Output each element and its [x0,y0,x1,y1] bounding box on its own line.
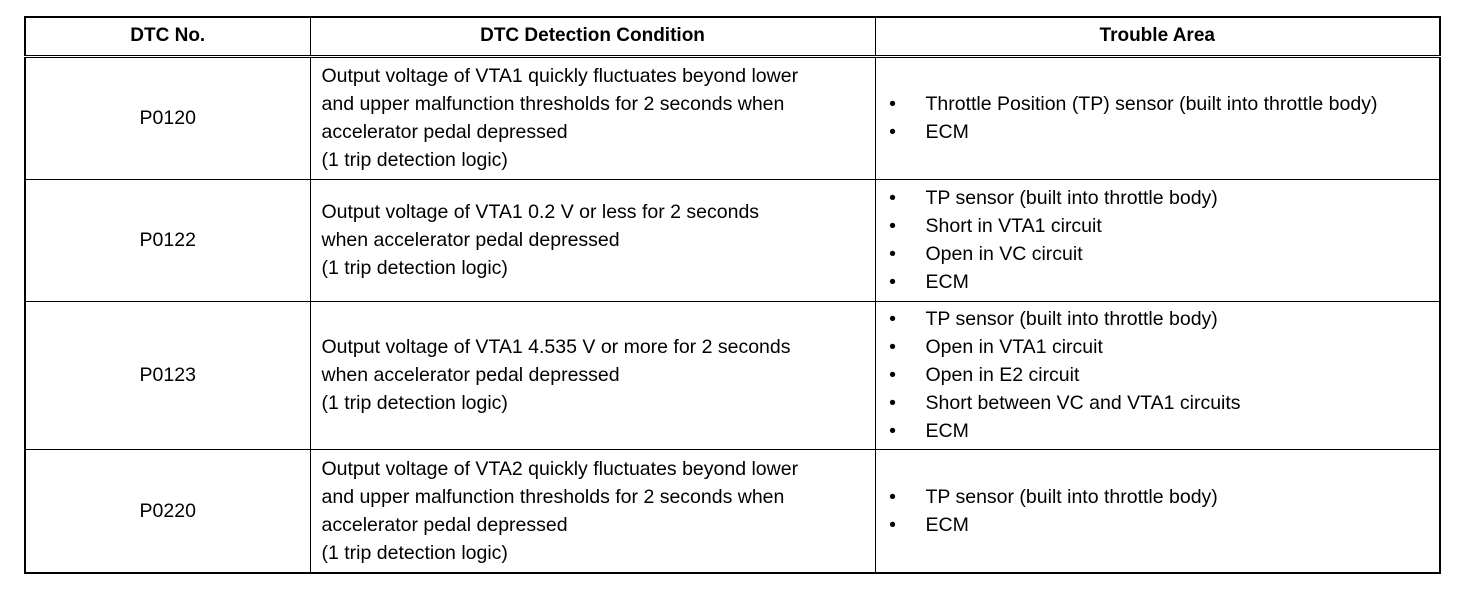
trouble-area-item: • Open in VC circuit [886,240,1432,268]
bullet-icon: • [889,513,896,536]
trouble-area-text: ECM [925,420,969,442]
table-row: P0120 Output voltage of VTA1 quickly fluc… [24,55,1441,180]
trouble-area-text: ECM [925,271,969,293]
trouble-area-item: • ECM [886,268,1432,296]
condition-line: Output voltage of VTA1 0.2 V or less for… [321,201,760,223]
condition-line: accelerator pedal depressed [321,513,568,536]
table-row: P0122 Output voltage of VTA1 0.2 V or les… [24,178,1441,302]
bullet-icon: • [889,215,896,237]
condition-line: (1 trip detection logic) [321,257,508,279]
header-detection-condition: DTC Detection Condition [309,16,876,58]
trouble-area-list: • Throttle Position (TP) sensor (built in… [876,90,1440,146]
trouble-area-item: • TP sensor (built into throttle body) [886,483,1432,511]
condition-line: (1 trip detection logic) [321,149,508,171]
trouble-area-list: • TP sensor (built into throttle body) • EC… [876,483,1440,539]
trouble-area-text: Open in VTA1 circuit [925,336,1103,358]
trouble-area-item: • ECM [886,511,1432,539]
table-header: DTC No. DTC Detection Condition Trouble … [24,16,1441,58]
trouble-area-text: TP sensor (built into throttle body) [925,485,1218,508]
bullet-icon: • [889,121,896,143]
bullet-icon: • [889,271,896,293]
detection-condition-cell: Output voltage of VTA2 quickly fluctuate… [309,448,876,574]
trouble-area-item: • Open in E2 circuit [886,361,1432,389]
trouble-area-text: Short in VTA1 circuit [925,215,1102,237]
trouble-area-list: • TP sensor (built into throttle body) • Sh… [876,184,1440,296]
bullet-icon: • [889,392,896,414]
trouble-area-text: TP sensor (built into throttle body) [925,187,1218,209]
dtc-table: DTC No. DTC Detection Condition Trouble … [24,16,1441,574]
condition-line: when accelerator pedal depressed [321,364,620,386]
trouble-area-item: • Short between VC and VTA1 circuits [886,389,1432,417]
condition-line: (1 trip detection logic) [321,392,508,414]
trouble-area-text: ECM [925,121,969,143]
trouble-area-item: • ECM [886,417,1432,445]
bullet-icon: • [889,308,896,330]
trouble-area-cell: • Throttle Position (TP) sensor (built in… [874,55,1441,180]
trouble-area-item: • TP sensor (built into throttle body) [886,184,1432,212]
trouble-area-text: Throttle Position (TP) sensor (built int… [925,93,1378,115]
trouble-area-text: Open in VC circuit [925,243,1083,265]
trouble-area-cell: • TP sensor (built into throttle body) • EC… [874,448,1441,574]
bullet-icon: • [889,420,896,442]
trouble-area-item: • Short in VTA1 circuit [886,212,1432,240]
trouble-area-text: Short between VC and VTA1 circuits [925,392,1241,414]
dtc-code-cell: P0120 [24,55,311,180]
condition-line: when accelerator pedal depressed [321,229,620,251]
trouble-area-text: ECM [925,513,969,536]
bullet-icon: • [889,187,896,209]
table-body: P0120 Output voltage of VTA1 quickly fluc… [24,55,1441,574]
dtc-code-cell: P0123 [24,300,311,450]
detection-condition-cell: Output voltage of VTA1 0.2 V or less for… [309,178,876,302]
bullet-icon: • [889,336,896,358]
table-row: P0220 Output voltage of VTA2 quickly fluc… [24,448,1441,574]
condition-line: Output voltage of VTA1 4.535 V or more f… [321,336,791,358]
header-dtc-no: DTC No. [24,16,311,58]
trouble-area-item: • Open in VTA1 circuit [886,333,1432,361]
bullet-icon: • [889,93,896,115]
trouble-area-list: • TP sensor (built into throttle body) • Op… [876,305,1440,445]
trouble-area-cell: • TP sensor (built into throttle body) • Op… [874,300,1441,450]
trouble-area-text: TP sensor (built into throttle body) [925,308,1218,330]
trouble-area-cell: • TP sensor (built into throttle body) • Sh… [874,178,1441,302]
detection-condition-cell: Output voltage of VTA1 quickly fluctuate… [309,55,876,180]
table-row: P0123 Output voltage of VTA1 4.535 V or m… [24,300,1441,450]
bullet-icon: • [889,485,896,508]
condition-line: and upper malfunction thresholds for 2 s… [321,93,785,115]
trouble-area-text: Open in E2 circuit [925,364,1080,386]
condition-line: Output voltage of VTA1 quickly fluctuate… [321,65,799,87]
condition-line: (1 trip detection logic) [321,541,508,564]
dtc-code-cell: P0220 [24,448,311,574]
bullet-icon: • [889,243,896,265]
bullet-icon: • [889,364,896,386]
detection-condition-cell: Output voltage of VTA1 4.535 V or more f… [309,300,876,450]
condition-line: and upper malfunction thresholds for 2 s… [321,485,785,508]
dtc-code-cell: P0122 [24,178,311,302]
header-row: DTC No. DTC Detection Condition Trouble … [24,16,1441,58]
trouble-area-item: • ECM [886,118,1432,146]
trouble-area-item: • Throttle Position (TP) sensor (built in… [886,90,1432,118]
condition-line: accelerator pedal depressed [321,121,568,143]
trouble-area-item: • TP sensor (built into throttle body) [886,305,1432,333]
header-trouble-area: Trouble Area [874,16,1441,58]
condition-line: Output voltage of VTA2 quickly fluctuate… [321,457,799,480]
